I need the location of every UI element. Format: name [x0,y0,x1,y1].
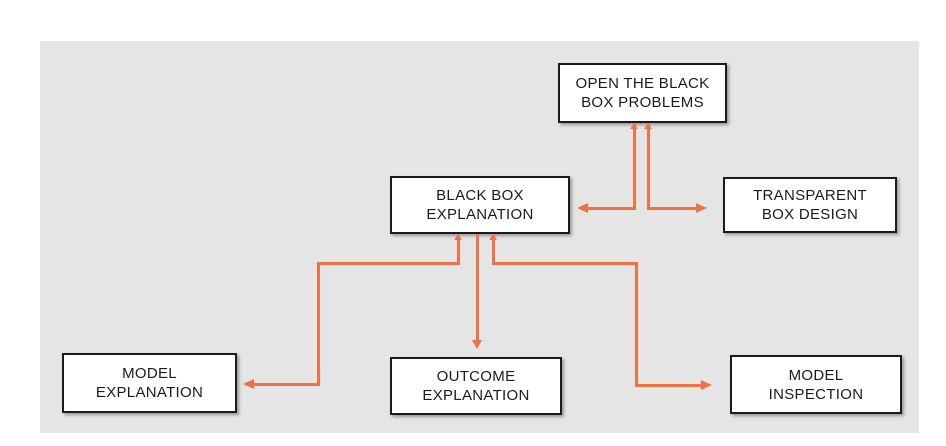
node-label-line: EXPLANATION [95,384,204,401]
node-black-box-explanation: BLACK BOX EXPLANATION [390,176,570,234]
node-label-line: BLACK BOX [436,187,524,204]
arrow-segment [457,235,460,265]
node-label-line: OPEN THE BLACK [575,75,710,92]
arrowhead-right [696,203,707,213]
arrow-segment [492,262,638,265]
arrow-segment [588,207,635,210]
arrow-segment [476,234,479,340]
node-label-line: BOX DESIGN [761,206,859,223]
arrow-segment [635,384,701,387]
arrow-segment [648,207,696,210]
arrow-segment [317,262,459,265]
node-label-line: BOX PROBLEMS [581,94,704,111]
arrow-segment [633,124,636,210]
arrowhead-right [701,380,712,390]
node-label-line: MODEL [788,366,844,384]
node-label-line: MODEL [122,365,177,382]
node-model-explanation: MODEL EXPLANATION [62,353,237,413]
arrowhead-left [243,379,254,389]
arrow-segment [317,262,320,386]
arrow-segment [647,124,650,210]
arrow-segment [254,383,319,386]
node-open-the-black-box-problems: OPEN THE BLACK BOX PROBLEMS [558,63,727,123]
node-label-line: OUTCOME [436,368,516,385]
node-label-line: EXPLANATION [426,206,534,223]
arrowhead-left [577,203,588,213]
arrow-segment [492,235,495,265]
arrowhead-down [472,340,482,349]
node-outcome-explanation: OUTCOME EXPLANATION [390,357,562,415]
node-label-line: EXPLANATION [422,387,530,404]
node-label-line: INSPECTION [768,385,864,403]
node-label-line: TRANSPARENT [753,187,867,204]
node-transparent-box-design: TRANSPARENT BOX DESIGN [723,177,897,233]
arrow-segment [635,262,638,387]
node-model-inspection: MODEL INSPECTION [730,355,902,414]
